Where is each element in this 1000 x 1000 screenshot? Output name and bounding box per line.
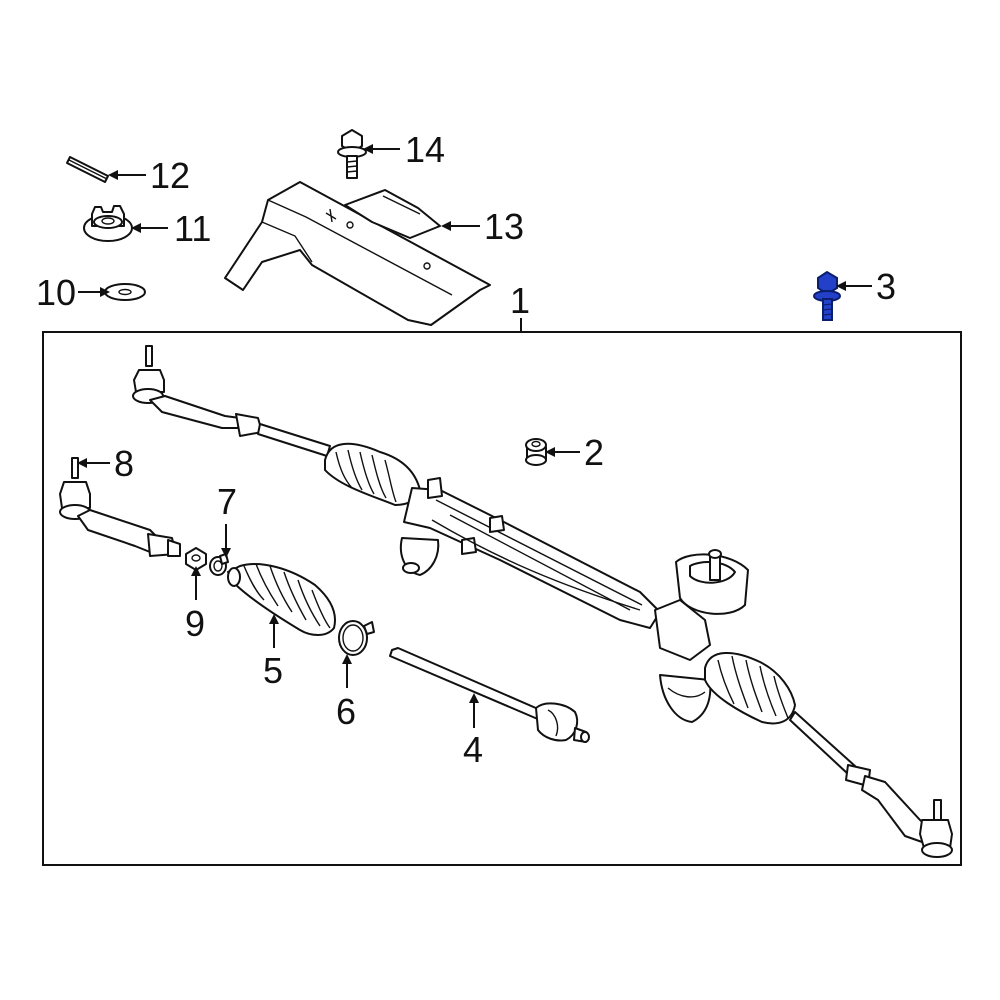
part-12-pin[interactable] (66, 156, 109, 183)
callout-14-label: 14 (405, 129, 445, 170)
callout-5-label: 5 (263, 650, 283, 691)
part-4-inner-tie-rod[interactable] (389, 647, 590, 743)
part-1-steering-rack-assembly[interactable] (132, 345, 953, 858)
callout-9-label: 9 (185, 603, 205, 644)
part-2-bushing[interactable] (525, 438, 547, 466)
callout-7-label: 7 (217, 481, 237, 522)
assembly-box (42, 331, 962, 866)
part-11-castle-nut[interactable] (83, 205, 133, 242)
callout-13-label: 13 (484, 206, 524, 247)
part-8-outer-tie-rod-end[interactable] (59, 457, 181, 557)
callout-6-label: 6 (336, 691, 356, 732)
part-14-bolt[interactable] (337, 129, 367, 179)
part-7-clamp[interactable] (209, 553, 229, 576)
callout-2-label: 2 (584, 432, 604, 473)
callout-3-label: 3 (876, 266, 896, 307)
part-10-washer[interactable] (104, 283, 146, 301)
callout-1-label: 1 (510, 280, 530, 321)
callout-8-label: 8 (114, 443, 134, 484)
callout-4-label: 4 (463, 729, 483, 770)
callout-12-label: 12 (150, 155, 190, 196)
part-5-boot[interactable] (227, 563, 336, 636)
part-6-clamp-ring[interactable] (338, 620, 375, 656)
callout-11-label: 11 (174, 208, 211, 249)
part-13-heat-shield[interactable] (224, 181, 491, 326)
part-9-nut[interactable] (185, 547, 207, 571)
callout-10-label: 10 (36, 272, 76, 313)
part-3-bolt-highlighted[interactable] (813, 270, 841, 321)
